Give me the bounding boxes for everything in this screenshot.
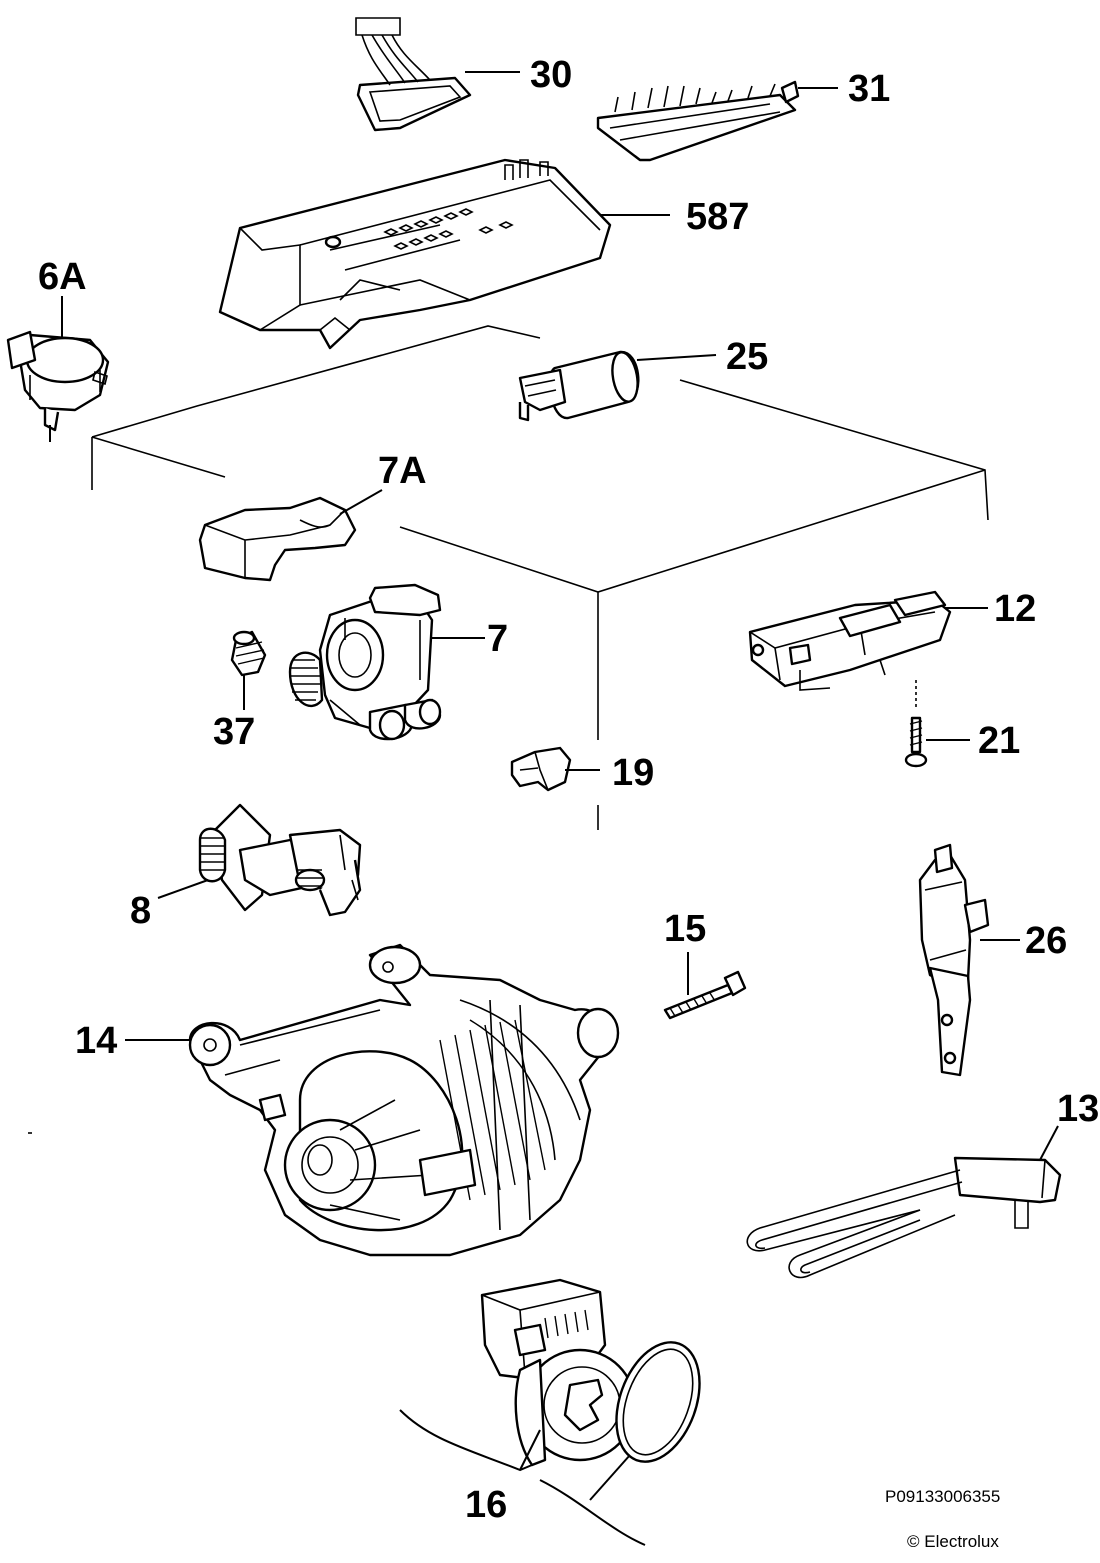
label-8: 8 — [130, 890, 152, 932]
leader-line-25 — [636, 354, 717, 361]
part-30-display-cable — [355, 17, 472, 132]
part-587-control-module — [218, 158, 612, 350]
leader-line-8 — [157, 879, 209, 899]
label-16: 16 — [465, 1484, 508, 1526]
drawing-code: P09133006355 — [885, 1487, 1001, 1506]
part-13-heating-element — [746, 1156, 1062, 1279]
copyright-notice: © Electrolux — [907, 1532, 999, 1551]
label-14: 14 — [75, 1020, 118, 1062]
label-37: 37 — [213, 711, 256, 753]
label-12: 12 — [994, 588, 1037, 630]
part-14-motor — [188, 943, 620, 1257]
part-25-suppressor — [518, 350, 640, 422]
label-7: 7 — [487, 618, 509, 660]
part-26-sensor — [918, 843, 990, 1077]
part-21-screw — [904, 680, 928, 768]
label-30: 30 — [530, 54, 573, 96]
label-587: 587 — [686, 196, 750, 238]
part-15-bolt — [663, 970, 747, 1020]
part-8-drain-valve — [198, 803, 362, 917]
label-15: 15 — [664, 908, 707, 950]
part-12-door-interlock — [748, 590, 952, 691]
pump-hose-curve-upper — [399, 1409, 533, 1472]
part-7A-valve-bracket — [198, 496, 357, 582]
part-16-drain-pump — [480, 1278, 701, 1467]
part-19-clip — [510, 746, 572, 792]
label-6A: 6A — [38, 256, 87, 298]
label-13: 13 — [1057, 1088, 1100, 1130]
leader-line-16-pump — [519, 1429, 541, 1471]
label-25: 25 — [726, 336, 769, 378]
leader-line-13 — [1039, 1125, 1059, 1161]
label-31: 31 — [848, 68, 891, 110]
part-37-filter — [230, 630, 267, 677]
leader-line-16-seal — [589, 1454, 631, 1501]
label-21: 21 — [978, 720, 1021, 762]
label-19: 19 — [612, 752, 655, 794]
label-26: 26 — [1025, 920, 1068, 962]
label-7A: 7A — [378, 450, 427, 492]
cabinet-frame-outline — [28, 325, 989, 1134]
pump-hose-curve-lower — [539, 1479, 646, 1546]
part-31-button-strip — [596, 80, 800, 162]
part-7-inlet-valve — [288, 583, 442, 741]
leader-line-7A — [339, 489, 383, 515]
part-6A-pressure-switch — [6, 330, 110, 442]
